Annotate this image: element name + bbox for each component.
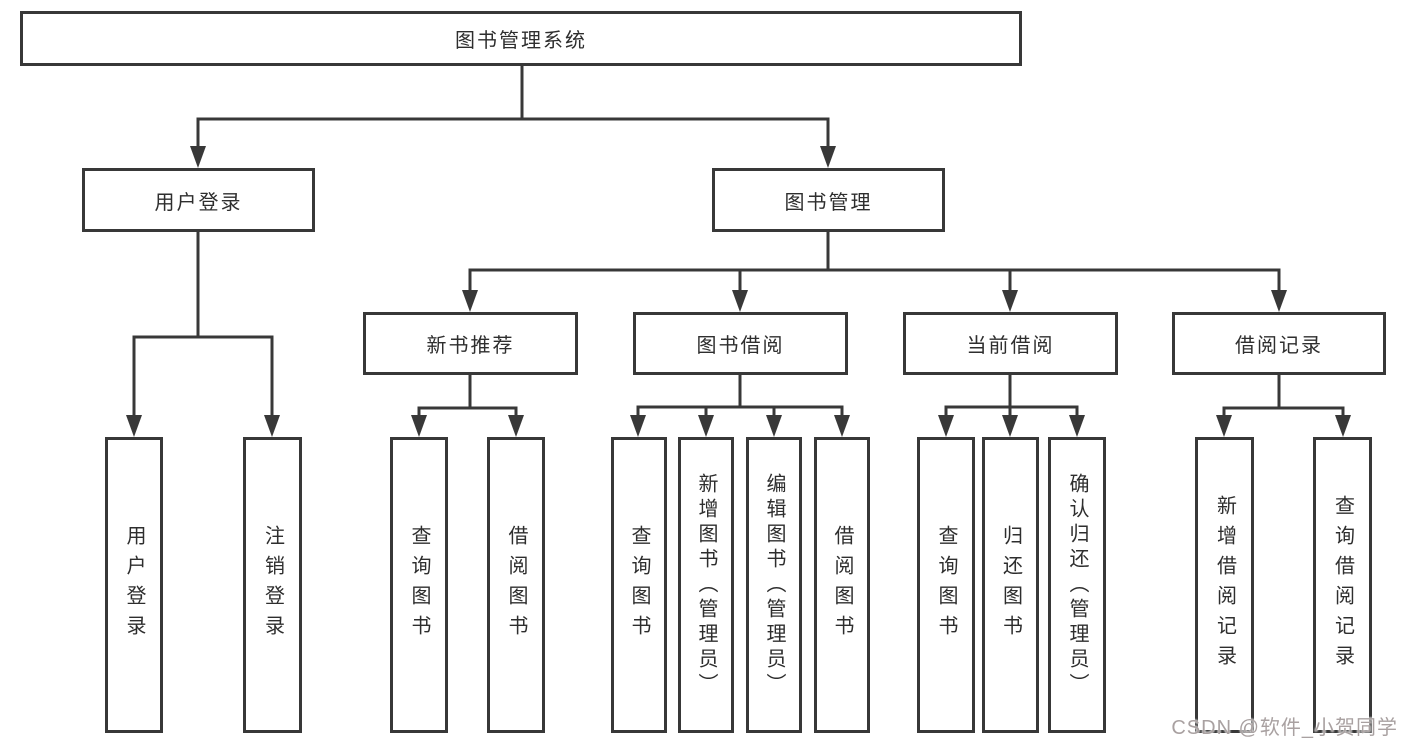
arrowhead-icon — [508, 415, 524, 437]
arrowhead-icon — [834, 415, 850, 437]
node-book-management: 图书管理 — [712, 168, 945, 232]
leaf-query-books-borrow: 查询图书 — [611, 437, 667, 733]
leaf-borrow-books-borrow: 借阅图书 — [814, 437, 870, 733]
connector-line — [417, 375, 472, 419]
leaf-return-books: 归还图书 — [982, 437, 1039, 733]
arrowhead-icon — [1002, 415, 1018, 437]
node-library-management-system: 图书管理系统 — [20, 11, 1022, 66]
leaf-add-book-admin: 新增图书（管理员） — [678, 437, 734, 733]
arrowhead-icon — [1069, 415, 1085, 437]
arrowhead-icon — [264, 415, 280, 437]
leaf-add-borrow-record: 新增借阅记录 — [1195, 437, 1254, 733]
connector-line — [132, 232, 200, 419]
arrowhead-icon — [190, 146, 206, 168]
leaf-query-borrow-record: 查询借阅记录 — [1313, 437, 1372, 733]
arrowhead-icon — [1271, 290, 1287, 312]
arrowhead-icon — [411, 415, 427, 437]
connector-line — [738, 375, 776, 419]
connector-line — [944, 375, 1012, 419]
leaf-confirm-return-admin: 确认归还（管理员） — [1048, 437, 1106, 733]
leaf-query-books-recommend: 查询图书 — [390, 437, 448, 733]
connector-line — [704, 375, 742, 419]
connector-line — [826, 232, 1012, 294]
connector-line — [196, 66, 524, 150]
connector-line — [738, 375, 844, 419]
leaf-user-login: 用户登录 — [105, 437, 163, 733]
leaf-borrow-books-recommend: 借阅图书 — [487, 437, 545, 733]
arrowhead-icon — [126, 415, 142, 437]
connector-line — [468, 232, 830, 294]
leaf-logout: 注销登录 — [243, 437, 302, 733]
connector-line — [1277, 375, 1345, 419]
node-user-login: 用户登录 — [82, 168, 315, 232]
arrowhead-icon — [1216, 415, 1232, 437]
node-book-borrow: 图书借阅 — [633, 312, 848, 375]
arrowhead-icon — [820, 146, 836, 168]
arrowhead-icon — [1002, 290, 1018, 312]
connector-line — [1008, 375, 1079, 419]
arrowhead-icon — [1335, 415, 1351, 437]
leaf-query-books-current: 查询图书 — [917, 437, 975, 733]
connector-line — [468, 375, 518, 419]
connector-line — [196, 232, 274, 419]
connector-line — [826, 232, 1281, 294]
arrowhead-icon — [698, 415, 714, 437]
arrowhead-icon — [462, 290, 478, 312]
arrowhead-icon — [630, 415, 646, 437]
node-new-book-recommend: 新书推荐 — [363, 312, 578, 375]
connector-line — [738, 232, 830, 294]
node-borrow-records: 借阅记录 — [1172, 312, 1386, 375]
arrowhead-icon — [766, 415, 782, 437]
arrowhead-icon — [938, 415, 954, 437]
arrowhead-icon — [732, 290, 748, 312]
leaf-edit-book-admin: 编辑图书（管理员） — [746, 437, 802, 733]
connector-line — [636, 375, 742, 419]
connector-line — [1222, 375, 1281, 419]
node-current-borrow: 当前借阅 — [903, 312, 1118, 375]
connector-line — [520, 66, 830, 150]
